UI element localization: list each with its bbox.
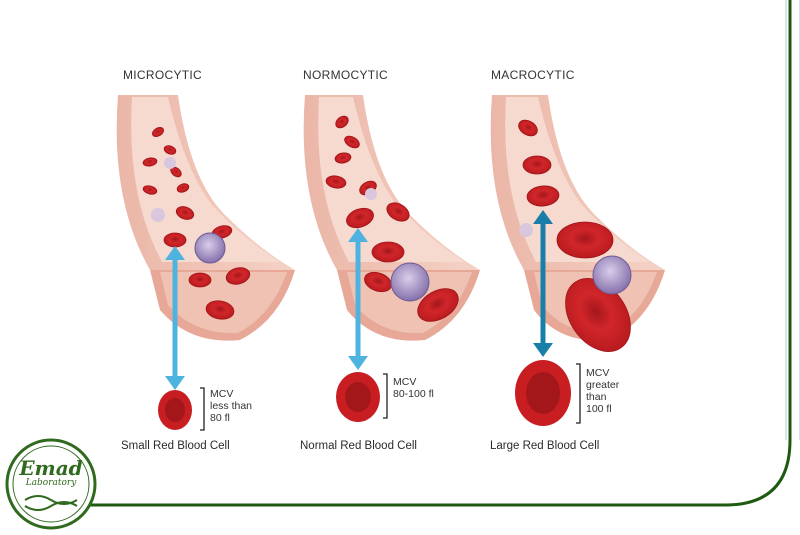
white-blood-cell (592, 255, 632, 295)
platelet (519, 223, 533, 237)
mcv-line: 80-100 fl (393, 388, 434, 400)
rbc-cluster-microcytic (142, 127, 251, 320)
rbc-normal (336, 372, 380, 422)
arrow-microcytic (165, 246, 185, 390)
rbc-cluster-macrocytic (518, 119, 631, 352)
arrow-macrocytic (533, 210, 553, 357)
caption-small-rbc: Small Red Blood Cell (121, 440, 230, 452)
mcv-line: 100 fl (586, 403, 612, 415)
mcv-label-normocytic: MCV 80-100 fl (393, 376, 434, 400)
mcv-line: MCV (393, 376, 417, 388)
platelet (164, 157, 176, 169)
bracket (200, 387, 205, 431)
emad-laboratory-logo: Emad Laboratory (5, 438, 97, 530)
platelet (365, 188, 377, 200)
logo-name: Emad (19, 456, 83, 480)
mcv-line: less than (210, 400, 253, 412)
mcv-line: than (586, 391, 607, 403)
white-blood-cell (194, 232, 226, 264)
mcv-line: greater (586, 379, 620, 391)
mcv-line: MCV (210, 388, 234, 400)
title-microcytic: MICROCYTIC (123, 68, 202, 82)
rbc-cluster-normocytic (325, 115, 459, 322)
rbc-large (515, 360, 571, 426)
mcv-label-macrocytic: MCV greater than 100 fl (586, 367, 619, 415)
caption-large-rbc: Large Red Blood Cell (490, 440, 600, 452)
mcv-label-microcytic: MCV less than 80 fl (210, 388, 252, 424)
mcv-line: MCV (586, 367, 610, 379)
vessel-microcytic (116, 95, 296, 341)
logo-sub: Laboratory (25, 478, 77, 488)
platelet (151, 208, 165, 222)
logo-badge-icon (5, 438, 97, 530)
mcv-line: 80 fl (210, 412, 230, 424)
caption-normal-rbc: Normal Red Blood Cell (300, 440, 417, 452)
arrow-normocytic (348, 228, 368, 370)
rbc-small (158, 390, 192, 430)
title-normocytic: NORMOCYTIC (303, 68, 388, 82)
title-macrocytic: MACROCYTIC (491, 68, 575, 82)
white-blood-cell (390, 262, 430, 302)
bracket (383, 373, 388, 419)
bracket (576, 363, 581, 424)
